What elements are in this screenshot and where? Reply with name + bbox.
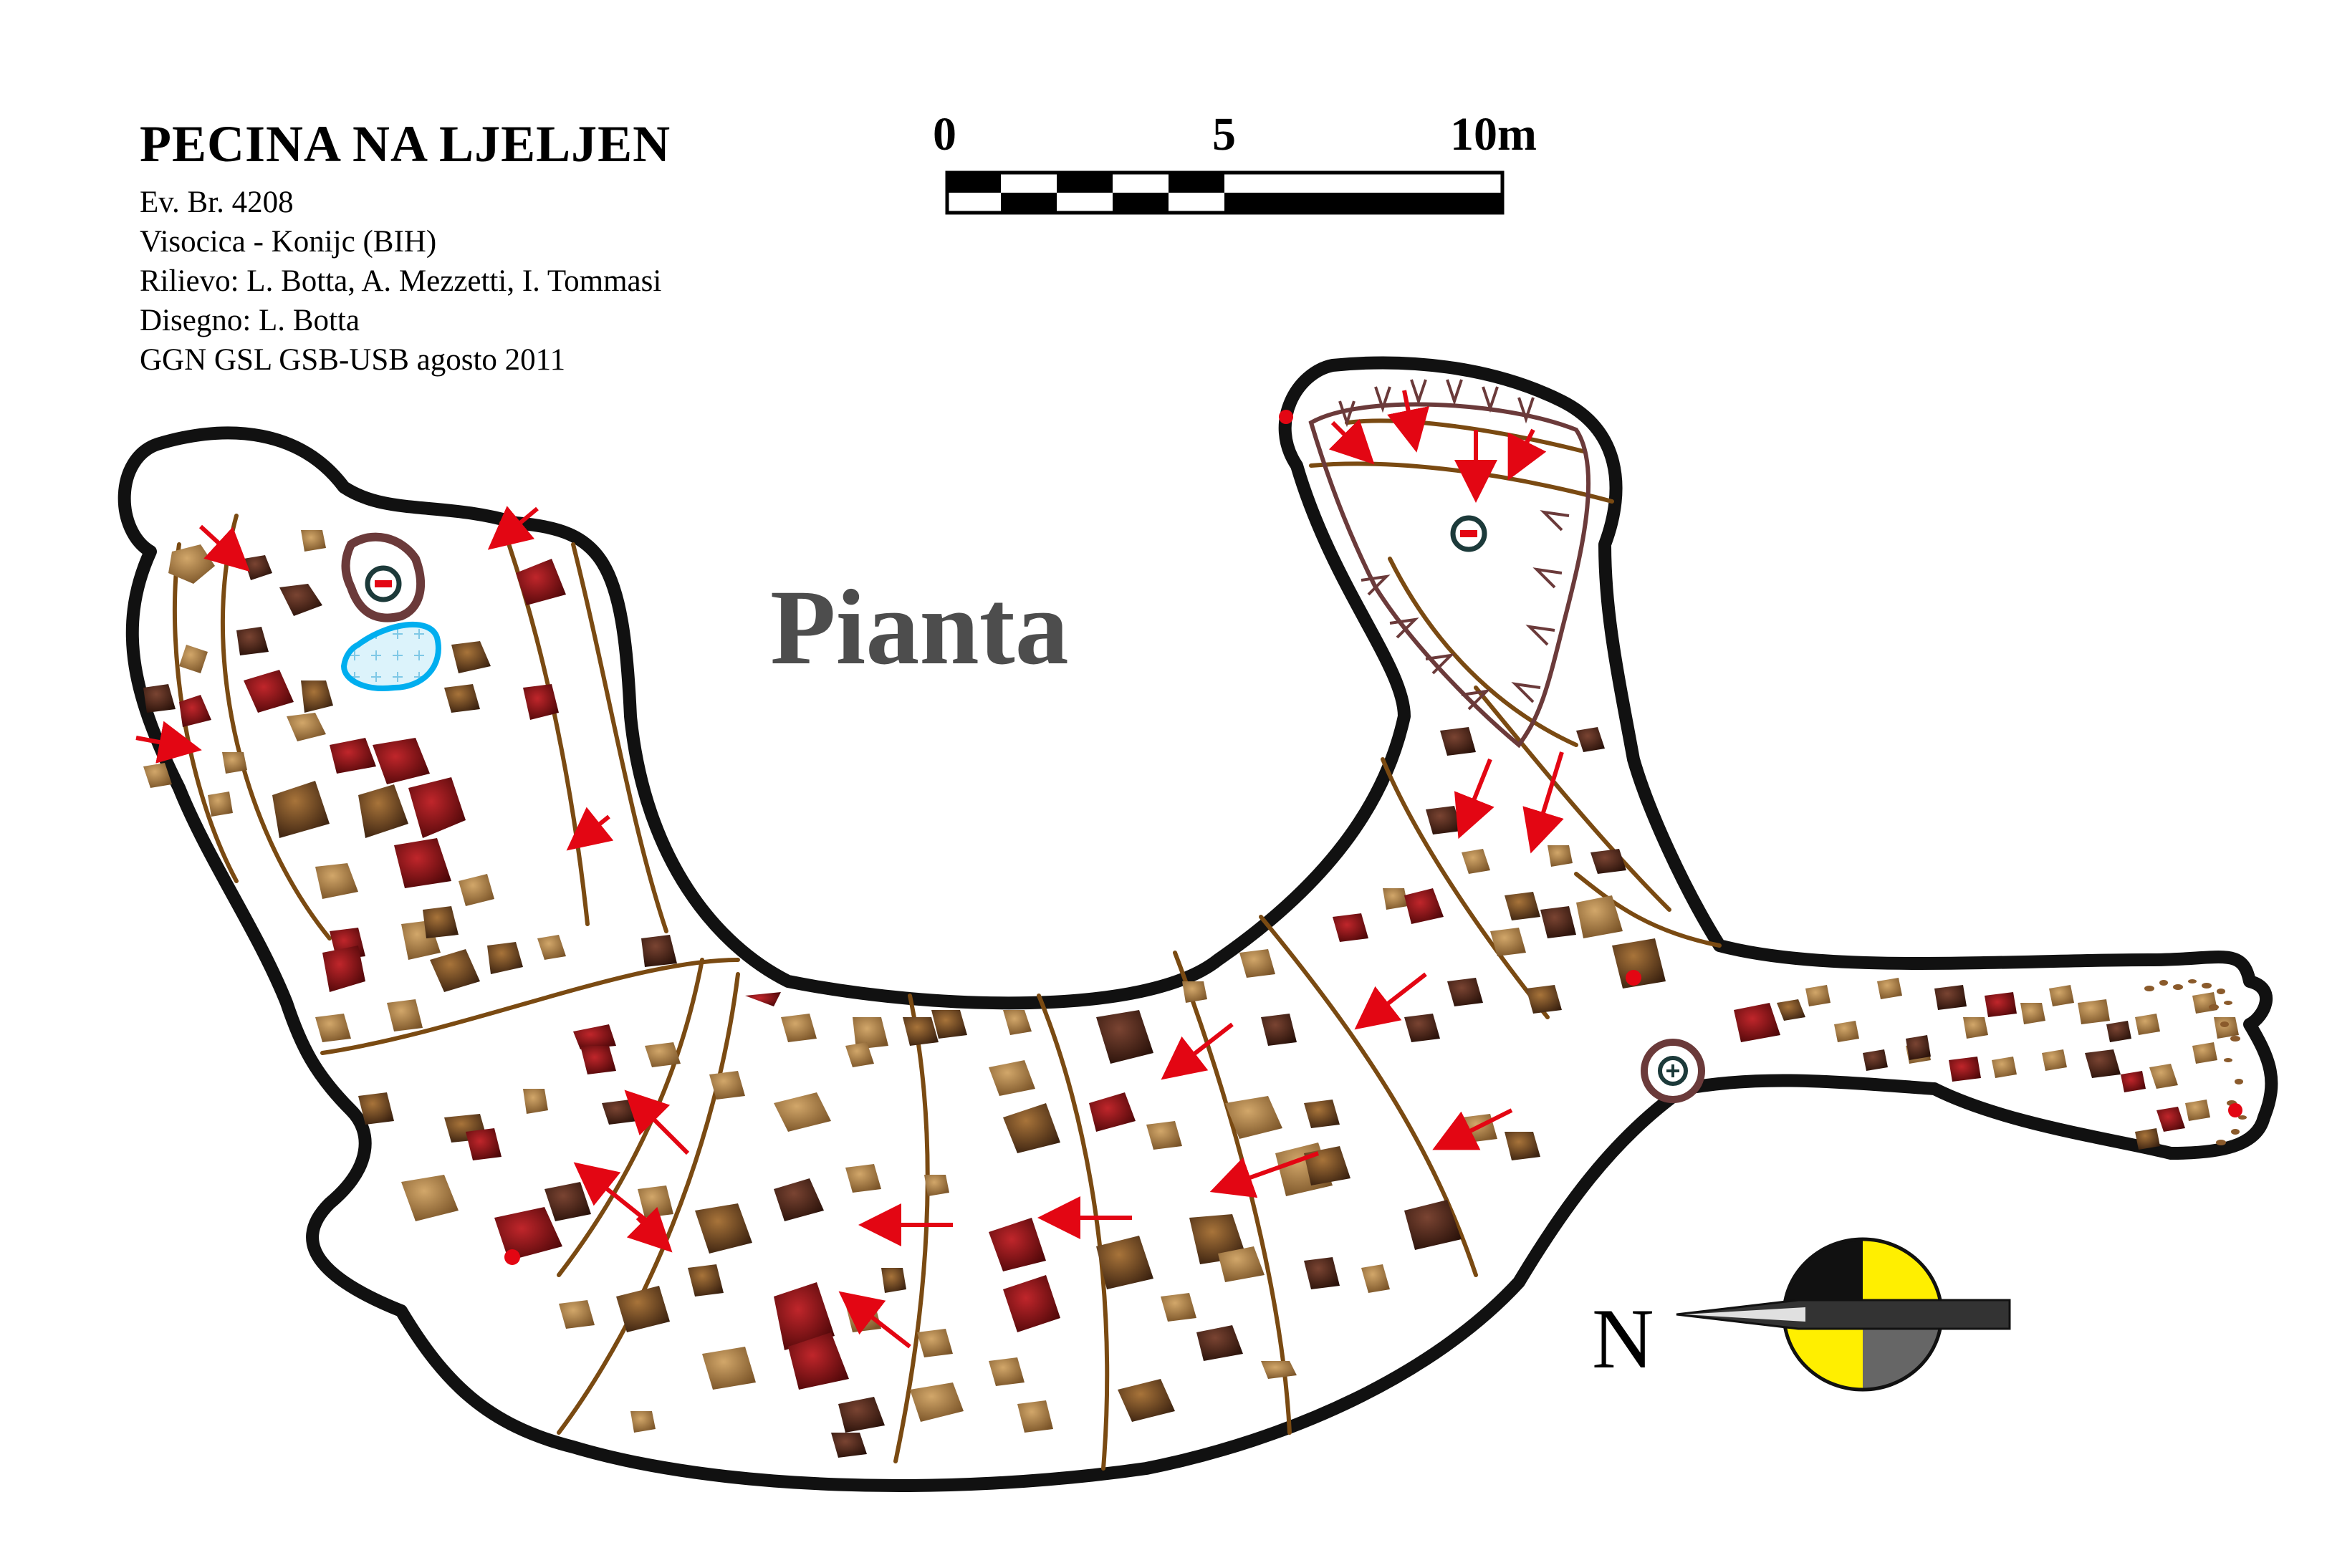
cave-title: PECINA NA LJELJEN [140, 115, 671, 173]
water-pool-icon [340, 621, 441, 691]
scale-label-5: 5 [1212, 108, 1236, 160]
ascent-chimney-icon [1641, 1039, 1705, 1103]
boulders [143, 530, 2239, 1458]
scale-bar [945, 170, 1505, 215]
drawing-credits: Disegno: L. Botta [140, 304, 360, 337]
north-letter: N [1592, 1291, 1654, 1386]
sediment-dots [2144, 979, 2247, 1145]
scale-label-10m: 10m [1450, 108, 1537, 160]
cadastre-number: Ev. Br. 4208 [140, 186, 294, 219]
compass-icon [1676, 1237, 2011, 1392]
descent-pit-icon [365, 515, 1487, 602]
title-block: PECINA NA LJELJEN Ev. Br. 4208 Visocica … [140, 118, 671, 380]
slope-arrows [135, 390, 1564, 1349]
pit-teeth [1338, 379, 1570, 711]
scale-label-0: 0 [933, 108, 956, 160]
expedition-date: GGN GSL GSB-USB agosto 2011 [140, 343, 566, 377]
view-label: Pianta [770, 568, 1069, 687]
survey-credits: Rilievo: L. Botta, A. Mezzetti, I. Tomma… [140, 264, 662, 298]
survey-point-icon [504, 410, 2242, 1265]
location: Visocica - Konijc (BIH) [140, 225, 437, 259]
